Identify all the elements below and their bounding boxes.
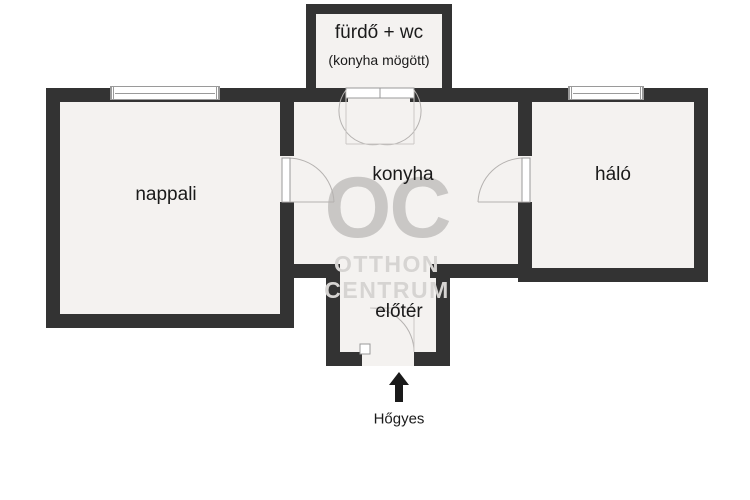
wall-konyha-bottom-right [430,264,522,278]
halo-window [568,86,644,100]
wall-nappali-bottom [46,314,288,328]
wall-top-middle-right [410,88,452,102]
wall-elotér-bottom-right [414,352,450,366]
entrance-door [358,306,418,356]
wall-elotér-right [436,264,450,366]
nappali-konyha-door [280,156,342,204]
wall-elotér-bottom-left [326,352,362,366]
wall-furdo-right [442,4,452,92]
room-label-konyha: konyha [372,164,434,186]
furdo-double-door [338,86,422,148]
wall-nappali-konyha-upper [280,88,294,156]
room-label-nappali: nappali [135,184,197,206]
window-cap-left [111,87,114,99]
wall-elotér-left [326,264,340,366]
konyha-halo-door [470,156,532,204]
room-floor-halo [520,88,708,270]
room-floor-furdo-wc [306,4,452,90]
wall-right-exterior [694,88,708,270]
wall-furdo-left [306,4,316,92]
room-floor-nappali [46,88,288,328]
street-label: Hőgyes [373,410,425,428]
wall-konyha-halo-lower [518,202,532,282]
room-label-elotér: előtér [375,301,423,323]
wall-top-middle [306,88,348,102]
window-cap-left [569,87,572,99]
room-floor-elotér [326,270,450,366]
room-sublabel-furdo-wc: (konyha mögött) [328,51,430,68]
room-label-furdo-wc: fürdő + wc [334,22,424,44]
wall-left-exterior [46,88,60,328]
wall-konyha-halo-upper [518,88,532,156]
nappali-window [110,86,220,100]
wall-halo-bottom [518,268,708,282]
window-cap-right [216,87,219,99]
window-cap-right [640,87,643,99]
wall-furdo-top [306,4,452,14]
entrance-arrow-up [385,372,413,402]
room-floor-konyha [286,88,532,278]
room-label-halo: háló [595,164,631,186]
